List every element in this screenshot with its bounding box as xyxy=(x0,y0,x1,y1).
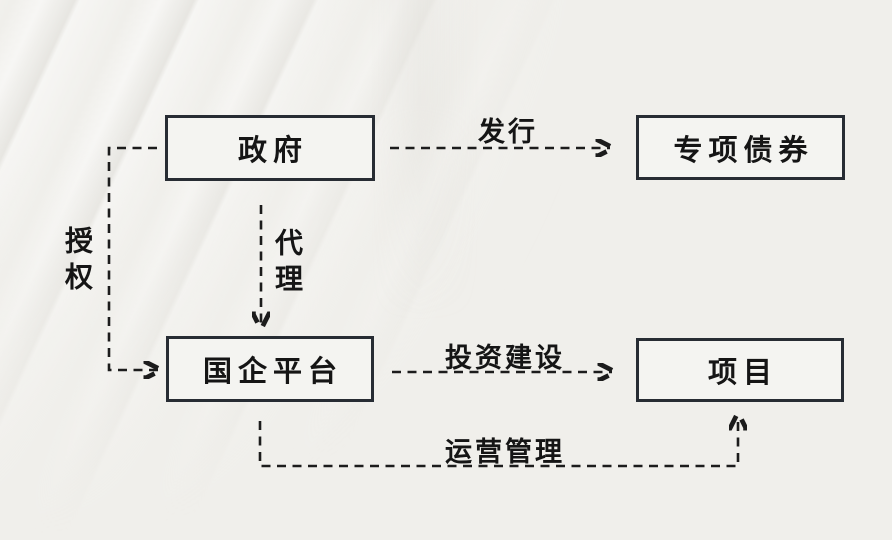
node-government-label: 政府 xyxy=(237,135,308,167)
vertical-light-band xyxy=(370,0,480,340)
node-special-bond-label: 专项债券 xyxy=(673,134,814,167)
edge-authorize-label: 授权 xyxy=(61,226,92,298)
node-special-bond: 专项债券 xyxy=(636,115,845,180)
edge-agency-label: 代理 xyxy=(271,228,302,300)
edge-issue-label: 发行 xyxy=(478,117,538,147)
edge-invest-build-label: 投资建设 xyxy=(445,343,565,373)
edge-operate-manage-label: 运营管理 xyxy=(445,437,565,467)
node-soe-platform: 国企平台 xyxy=(166,336,374,402)
connector-lines-svg xyxy=(107,0,892,468)
node-soe-platform-label: 国企平台 xyxy=(202,356,343,388)
node-project-label: 项目 xyxy=(707,357,778,389)
node-project: 项目 xyxy=(636,338,844,402)
node-government: 政府 xyxy=(165,115,375,181)
edge-authorize-line xyxy=(107,146,158,370)
